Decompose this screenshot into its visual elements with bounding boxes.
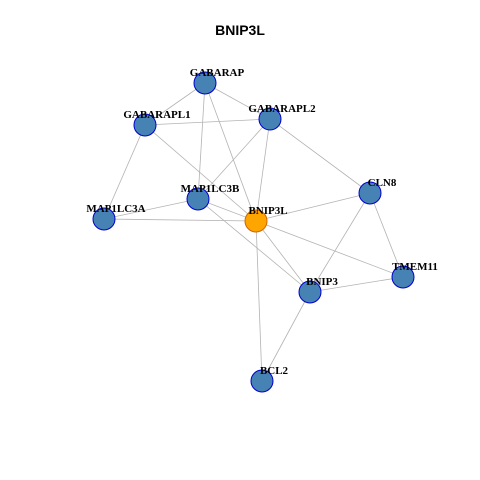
edge-gabarapl2-bnip3l [255,118,271,222]
node-tmem11 [391,265,415,289]
node-map1lc3a [92,207,116,231]
node-label-tmem11: TMEM11 [392,261,438,273]
node-gabarapl1 [133,113,157,137]
node-bcl2 [250,369,274,393]
node-bnip3 [298,280,322,304]
node-gabarapl2 [258,107,282,131]
edge-bnip3-bcl2 [261,291,311,382]
edge-gabarapl1-map1lc3a [103,124,146,220]
edge-bnip3-tmem11 [309,276,404,293]
edge-bnip3l-cln8 [255,192,371,222]
node-label-gabarapl2: GABARAPL2 [248,103,316,115]
node-label-map1lc3b: MAP1LC3B [181,183,240,195]
edge-gabarapl2-map1lc3b [197,118,271,200]
edge-map1lc3b-bnip3 [197,198,311,293]
edge-gabarapl1-gabarapl2 [144,118,271,126]
node-cln8 [358,181,382,205]
edge-map1lc3b-map1lc3a [103,198,199,220]
node-label-bnip3: BNIP3 [306,276,338,288]
edge-bnip3l-bcl2 [255,220,263,382]
node-label-gabarap: GABARAP [190,67,245,79]
node-map1lc3b [186,187,210,211]
edge-cln8-bnip3 [309,192,371,293]
edge-gabarapl2-cln8 [269,118,371,194]
node-label-bcl2: BCL2 [260,365,289,377]
node-gabarap [193,71,217,95]
node-label-map1lc3a: MAP1LC3A [86,203,145,215]
edge-cln8-tmem11 [369,192,404,278]
edge-map1lc3a-bnip3l [103,218,257,222]
edge-gabarapl1-bnip3l [144,124,257,222]
node-layer [92,71,415,393]
node-label-cln8: CLN8 [368,177,397,189]
edge-bnip3l-bnip3 [255,220,311,293]
edge-gabarap-gabarapl1 [144,82,206,126]
edge-gabarap-bnip3l [204,82,257,222]
node-label-bnip3l: BNIP3L [248,205,287,217]
edge-gabarap-gabarapl2 [204,82,271,120]
plot-title: BNIP3L [215,22,265,38]
edge-bnip3l-tmem11 [255,220,404,278]
node-label-gabarapl1: GABARAPL1 [123,109,190,121]
node-bnip3l [244,209,268,233]
edge-gabarap-map1lc3b [197,82,206,200]
